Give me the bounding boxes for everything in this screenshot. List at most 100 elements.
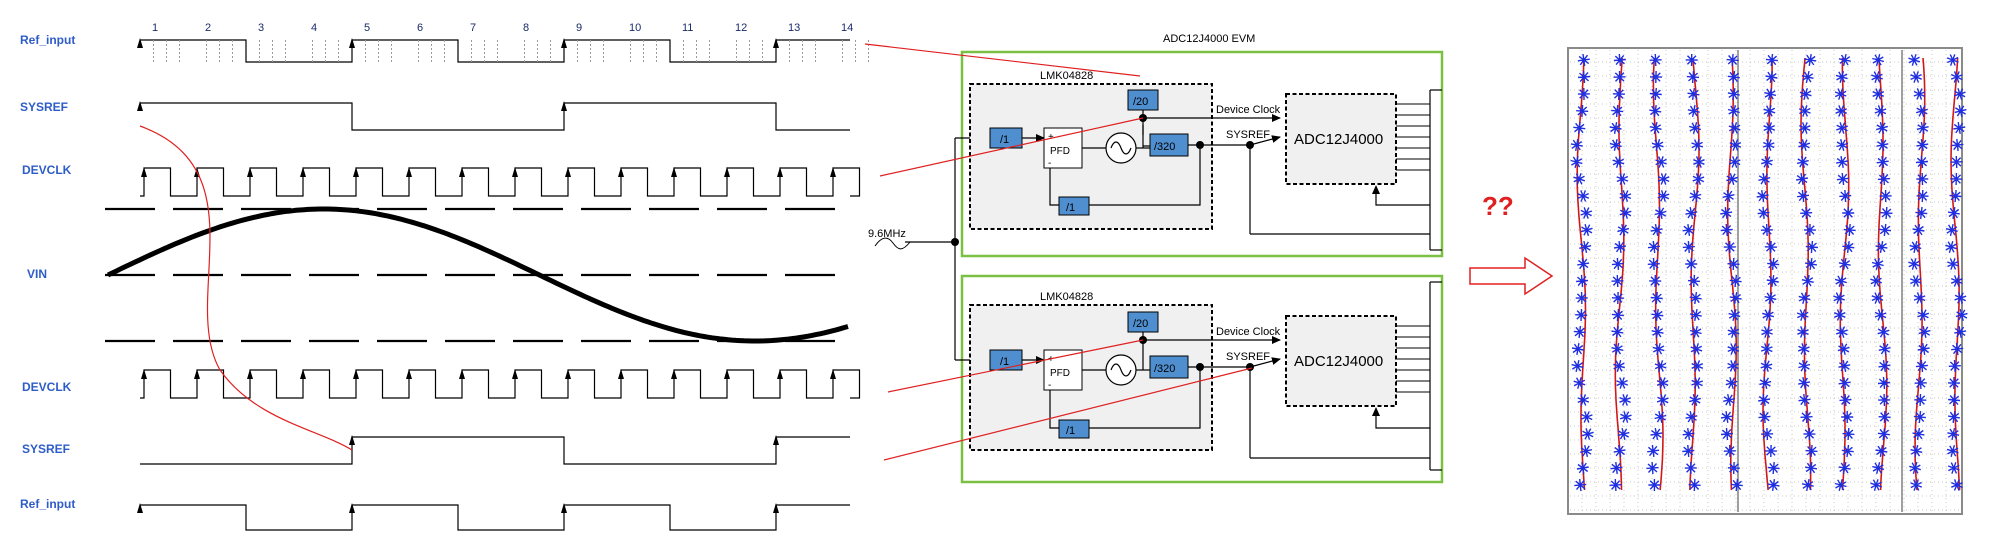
scatter-star-point — [1764, 88, 1777, 100]
scatter-star-point — [1799, 88, 1812, 100]
scatter-star-point — [1577, 87, 1590, 101]
scatter-star-point — [1619, 207, 1632, 219]
scatter-star-point — [1573, 325, 1586, 339]
vin-sine-wave — [106, 206, 849, 344]
clock-edge-arrow — [724, 369, 730, 379]
scatter-star-point — [1693, 156, 1705, 168]
scatter-star-point — [1953, 88, 1966, 100]
devclk-bottom-wave — [140, 369, 861, 399]
right-arrow-icon — [1469, 256, 1554, 296]
clock-edge-arrow — [300, 167, 306, 177]
evm-board-bottom — [960, 274, 1444, 484]
scatter-star-point — [1611, 308, 1624, 322]
clock-edge-arrow — [141, 369, 147, 379]
scatter-star-point — [1649, 87, 1662, 101]
scatter-star-point — [1954, 292, 1967, 304]
scatter-star-point — [1913, 292, 1926, 304]
scatter-result-plot — [1567, 47, 1968, 515]
scatter-star-point — [1728, 309, 1741, 321]
scatter-star-point — [1837, 343, 1850, 355]
scatter-star-point — [1761, 326, 1773, 338]
scatter-star-point — [1877, 172, 1890, 186]
scatter-star-point — [1949, 189, 1962, 203]
scatter-star-point — [1757, 206, 1770, 220]
scatter-star-point — [1611, 325, 1624, 339]
scatter-star-point — [1877, 326, 1890, 338]
scatter-star-point — [1871, 71, 1883, 83]
scatter-star-point — [1760, 343, 1773, 355]
scatter-star-point — [1841, 411, 1854, 423]
scatter-star-point — [1798, 393, 1811, 407]
rising-edge-arrow — [349, 435, 355, 445]
scatter-star-point — [1654, 411, 1667, 423]
scatter-star-point — [1723, 240, 1736, 254]
scatter-star-point — [1874, 309, 1887, 321]
scatter-star-point — [1611, 257, 1624, 271]
scatter-star-point — [1918, 326, 1931, 338]
rising-edge-arrow — [773, 435, 779, 445]
scatter-star-point — [1758, 173, 1771, 185]
divider-ref-top-label: /1 — [1000, 134, 1009, 146]
pfd-bottom-label: PFD — [1050, 368, 1070, 379]
scatter-star-point — [1647, 257, 1660, 271]
scatter-star-point — [1838, 377, 1851, 389]
scatter-star-point — [1650, 291, 1663, 305]
scatter-star-point — [1577, 190, 1590, 202]
pfd-top-minus: - — [1048, 158, 1051, 169]
scatter-star-point — [1948, 393, 1961, 407]
input-frequency-label: 9.6MHz — [868, 228, 906, 240]
scatter-star-point — [1797, 189, 1810, 203]
adc-bottom-label: ADC12J4000 — [1294, 353, 1383, 370]
signal-label-sysref-bottom: SYSREF — [22, 442, 71, 456]
scatter-star-point — [1611, 274, 1624, 288]
scatter-star-point — [1729, 274, 1742, 288]
clock-edge-arrow — [565, 167, 571, 177]
scatter-star-point — [1649, 53, 1662, 67]
scatter-star-point — [1950, 172, 1963, 186]
scatter-star-point — [1609, 478, 1622, 492]
clock-edge-arrow — [565, 369, 571, 379]
scatter-star-point — [1767, 478, 1780, 492]
scatter-star-point — [1727, 343, 1740, 355]
scatter-star-point — [1951, 342, 1964, 356]
scatter-star-point — [1619, 394, 1631, 406]
scatter-star-point — [1879, 189, 1892, 203]
adc-bottom — [1285, 315, 1397, 407]
scatter-star-point — [1720, 207, 1733, 219]
clock-edge-arrow — [777, 369, 783, 379]
scatter-star-point — [1727, 360, 1739, 372]
scatter-star-point — [1842, 206, 1855, 220]
rising-edge-arrow — [773, 38, 779, 48]
scatter-star-point — [1955, 309, 1968, 321]
clock-edge-arrow — [671, 167, 677, 177]
rising-edge-arrow — [137, 38, 143, 48]
clock-edge-arrow — [406, 167, 412, 177]
scatter-star-point — [1796, 156, 1809, 168]
scatter-star-point — [1580, 445, 1593, 457]
devclk-top-wave — [140, 167, 861, 197]
scatter-star-point — [1836, 139, 1849, 151]
scatter-star-point — [1684, 461, 1697, 475]
scatter-star-point — [1689, 291, 1702, 305]
scatter-star-point — [1871, 258, 1884, 270]
divider-top-20 — [1127, 89, 1159, 111]
scatter-star-point — [1914, 376, 1927, 390]
scatter-star-point — [1875, 444, 1888, 458]
scatter-star-point — [1647, 444, 1660, 458]
scatter-star-point — [1838, 359, 1851, 373]
scatter-star-point — [1914, 393, 1927, 407]
pfd-bottom-plus: + — [1048, 354, 1054, 365]
scatter-star-point — [1577, 257, 1590, 271]
scatter-star-point — [1947, 427, 1960, 441]
block-diagram: ADC12J4000 EVM 9.6MHz LMK04828 /1 PFD + … — [864, 33, 1444, 484]
sysref-bottom-wave — [140, 436, 850, 465]
scatter-star-point — [1685, 206, 1698, 220]
scatter-star-point — [1763, 105, 1776, 117]
scatter-star-point — [1951, 479, 1963, 491]
tick-number: 9 — [576, 22, 582, 34]
clock-edge-arrow — [141, 167, 147, 177]
scatter-star-point — [1573, 173, 1586, 185]
scatter-star-point — [1763, 122, 1776, 134]
scatter-star-point — [1650, 427, 1663, 441]
scatter-star-point — [1878, 410, 1891, 424]
